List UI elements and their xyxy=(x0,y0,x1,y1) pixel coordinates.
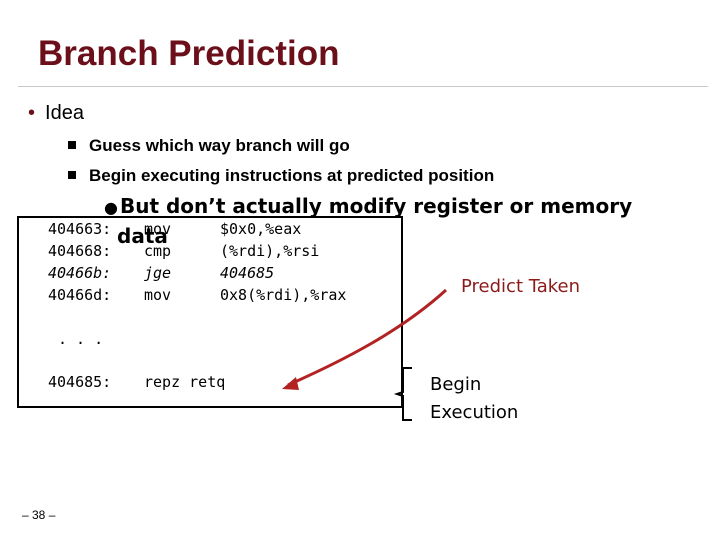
title-divider xyxy=(18,86,708,87)
circle-bullet-icon: ● xyxy=(104,198,118,217)
slide-title: Branch Prediction xyxy=(38,34,340,73)
code-args-2: 404685 xyxy=(220,264,275,282)
code-addr-0: 404663: xyxy=(48,220,112,238)
brace-icon xyxy=(393,367,412,421)
bullet-idea-label: Idea xyxy=(45,102,84,124)
code-args-0: $0x0,%eax xyxy=(220,220,302,238)
square-bullet-icon xyxy=(68,141,76,149)
bullet-idea: • Idea xyxy=(28,102,84,125)
sub-point-begin: Begin executing instructions at predicte… xyxy=(68,166,494,186)
sub-point-guess: Guess which way branch will go xyxy=(68,136,350,156)
code-op-2: jge xyxy=(144,264,172,282)
code-addr-2: 40466b: xyxy=(48,264,112,282)
code-target-op: repz retq xyxy=(144,373,226,391)
code-ellipsis: . . . xyxy=(58,330,104,348)
code-box xyxy=(17,216,403,408)
code-op-0: mov xyxy=(144,220,172,238)
bullet-dot-icon: • xyxy=(28,102,36,124)
code-op-3: mov xyxy=(144,286,172,304)
code-addr-1: 404668: xyxy=(48,242,112,260)
begin-line2: Execution xyxy=(430,402,519,423)
page-number: – 38 – xyxy=(22,508,56,522)
predict-arrow-icon xyxy=(287,288,448,387)
code-args-1: (%rdi),%rsi xyxy=(220,242,320,260)
sub-point-guess-label: Guess which way branch will go xyxy=(89,136,350,155)
sub-sub-point-line1: But don’t actually modify register or me… xyxy=(119,194,633,218)
sub-point-begin-label: Begin executing instructions at predicte… xyxy=(89,166,495,185)
sub-sub-point-line2: data xyxy=(117,224,168,248)
sub-sub-point: ●But don’t actually modify register or m… xyxy=(104,194,632,218)
code-addr-3: 40466d: xyxy=(48,286,112,304)
square-bullet-icon xyxy=(68,171,76,179)
code-op-1: cmp xyxy=(144,242,172,260)
code-args-3: 0x8(%rdi),%rax xyxy=(220,286,347,304)
arrowhead-icon xyxy=(282,377,299,390)
predict-taken-label: Predict Taken xyxy=(461,276,581,297)
code-target-addr: 404685: xyxy=(48,373,112,391)
begin-line1: Begin xyxy=(430,374,482,395)
